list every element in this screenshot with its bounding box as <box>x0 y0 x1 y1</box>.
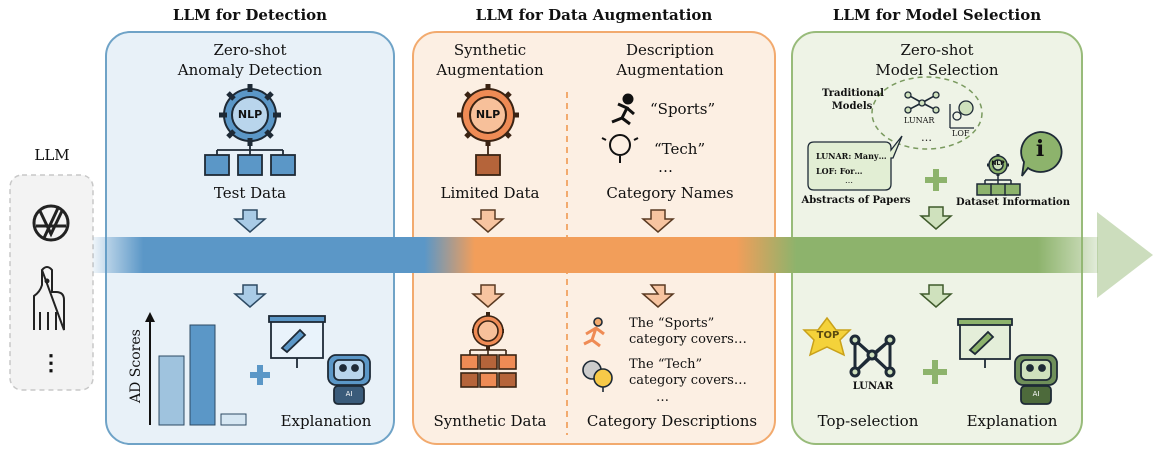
down-arrow-icon <box>232 209 268 308</box>
nlp-gear-label: NLP <box>237 108 263 121</box>
info-bubble-icon <box>1020 131 1063 177</box>
test-data-docs-icon <box>204 143 296 176</box>
top-star-badge <box>802 316 852 357</box>
traditional-models-line2: Models <box>831 101 873 112</box>
lunar-model-label: LUNAR <box>904 116 935 125</box>
test-data-label: Test Data <box>213 184 287 202</box>
score-bar-3 <box>220 413 247 426</box>
desc-tech-line2: category covers… <box>629 373 747 388</box>
flow-band <box>93 212 1153 298</box>
dataset-information-label: Dataset Information <box>956 197 1070 208</box>
desc-tech-line1: The “Tech” <box>629 357 703 372</box>
llm-label: LLM <box>34 146 70 164</box>
robot-green-ai-label: AI <box>1032 390 1040 398</box>
whiteboard-green-icon <box>957 318 1013 368</box>
nlp-gear-orange-label: NLP <box>475 108 501 121</box>
selection-explanation-label: Explanation <box>966 412 1058 430</box>
lunar-network-icon <box>904 91 940 114</box>
whiteboard-icon <box>268 315 326 368</box>
desc-sports-line2: category covers… <box>629 332 747 347</box>
robot-ai-label: AI <box>345 390 353 398</box>
description-subtitle-line1: Description <box>625 41 715 59</box>
synthetic-data-label: Synthetic Data <box>433 412 547 430</box>
down-arrow-green-icon <box>918 206 954 308</box>
traditional-models-cloud <box>871 76 983 150</box>
lightbulb-icon <box>601 134 639 163</box>
plus-green-2-icon <box>923 360 947 384</box>
models-more: … <box>921 131 932 144</box>
category-descriptions-label: Category Descriptions <box>586 412 758 430</box>
ad-scores-bar-chart <box>145 312 247 426</box>
info-glyph: i <box>1035 136 1045 162</box>
category-more: … <box>658 158 673 176</box>
runner-icon <box>611 93 635 126</box>
category-tech: “Tech” <box>654 140 706 158</box>
abstract-lof: LOF: For… <box>816 166 863 176</box>
synthetic-data-tree-icon <box>460 312 517 388</box>
detection-subtitle-line1: Zero-shot <box>213 41 287 59</box>
top-badge-label: TOP <box>816 330 840 341</box>
robot-icon <box>327 354 371 405</box>
synthetic-subtitle-line2: Augmentation <box>436 61 544 79</box>
abstract-more: … <box>845 176 853 185</box>
top-model-label: LUNAR <box>852 381 894 392</box>
augmentation-title: LLM for Data Augmentation <box>475 6 713 24</box>
top-selection-label: Top-selection <box>817 412 919 430</box>
limited-data-doc-icon <box>475 142 501 176</box>
category-sports: “Sports” <box>650 100 716 118</box>
robot-green-icon <box>1014 354 1058 405</box>
down-arrow-orange-icon <box>470 209 676 308</box>
lof-icon <box>949 100 974 129</box>
limited-data-label: Limited Data <box>440 184 540 202</box>
dataset-gear-nlp-label: NLP <box>991 160 1005 167</box>
selection-title: LLM for Model Selection <box>832 6 1042 24</box>
score-bar-2 <box>189 324 216 426</box>
abstract-lunar: LUNAR: Many… <box>816 151 887 161</box>
nlp-gear-orange-icon <box>457 84 519 146</box>
gear-bulb-icon <box>582 360 613 392</box>
synthetic-subtitle-line1: Synthetic <box>453 41 527 59</box>
desc-more: … <box>656 390 669 405</box>
abstracts-of-papers-label: Abstracts of Papers <box>801 195 911 206</box>
description-subtitle-line2: Augmentation <box>616 61 724 79</box>
sprinter-icon <box>583 317 605 348</box>
detection-explanation-label: Explanation <box>280 412 372 430</box>
ad-scores-axis-label: AD Scores <box>128 329 144 403</box>
lunar-top-network-icon <box>849 334 896 378</box>
dataset-gear-icon <box>976 154 1021 196</box>
llama-icon <box>33 266 65 331</box>
score-bar-1 <box>158 355 185 426</box>
selection-subtitle-line1: Zero-shot <box>900 41 974 59</box>
selection-subtitle-line2: Model Selection <box>875 61 999 79</box>
category-names-label: Category Names <box>606 184 734 202</box>
traditional-models-line1: Traditional <box>822 88 884 99</box>
abstracts-speech-bubble <box>807 135 903 191</box>
llm-more-glyph: ⋮ <box>40 350 62 376</box>
desc-sports-line1: The “Sports” <box>629 316 715 331</box>
openai-logo-icon <box>32 204 70 242</box>
detection-title: LLM for Detection <box>172 6 328 24</box>
nlp-gear-icon <box>219 84 281 146</box>
plus-green-icon <box>925 169 947 191</box>
detection-subtitle-line2: Anomaly Detection <box>177 61 323 79</box>
lof-model-label: LOF <box>952 129 970 138</box>
plus-icon <box>250 365 270 385</box>
